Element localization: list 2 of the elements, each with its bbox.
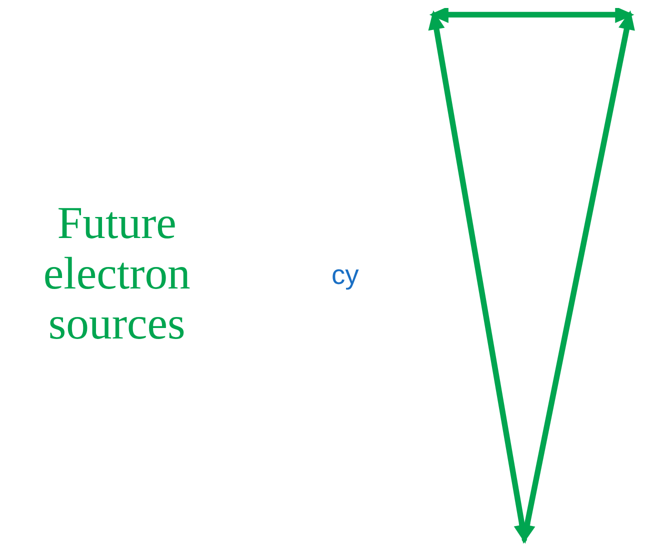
label: Future electron sources: [43, 197, 190, 349]
label: cy: [331, 259, 359, 290]
